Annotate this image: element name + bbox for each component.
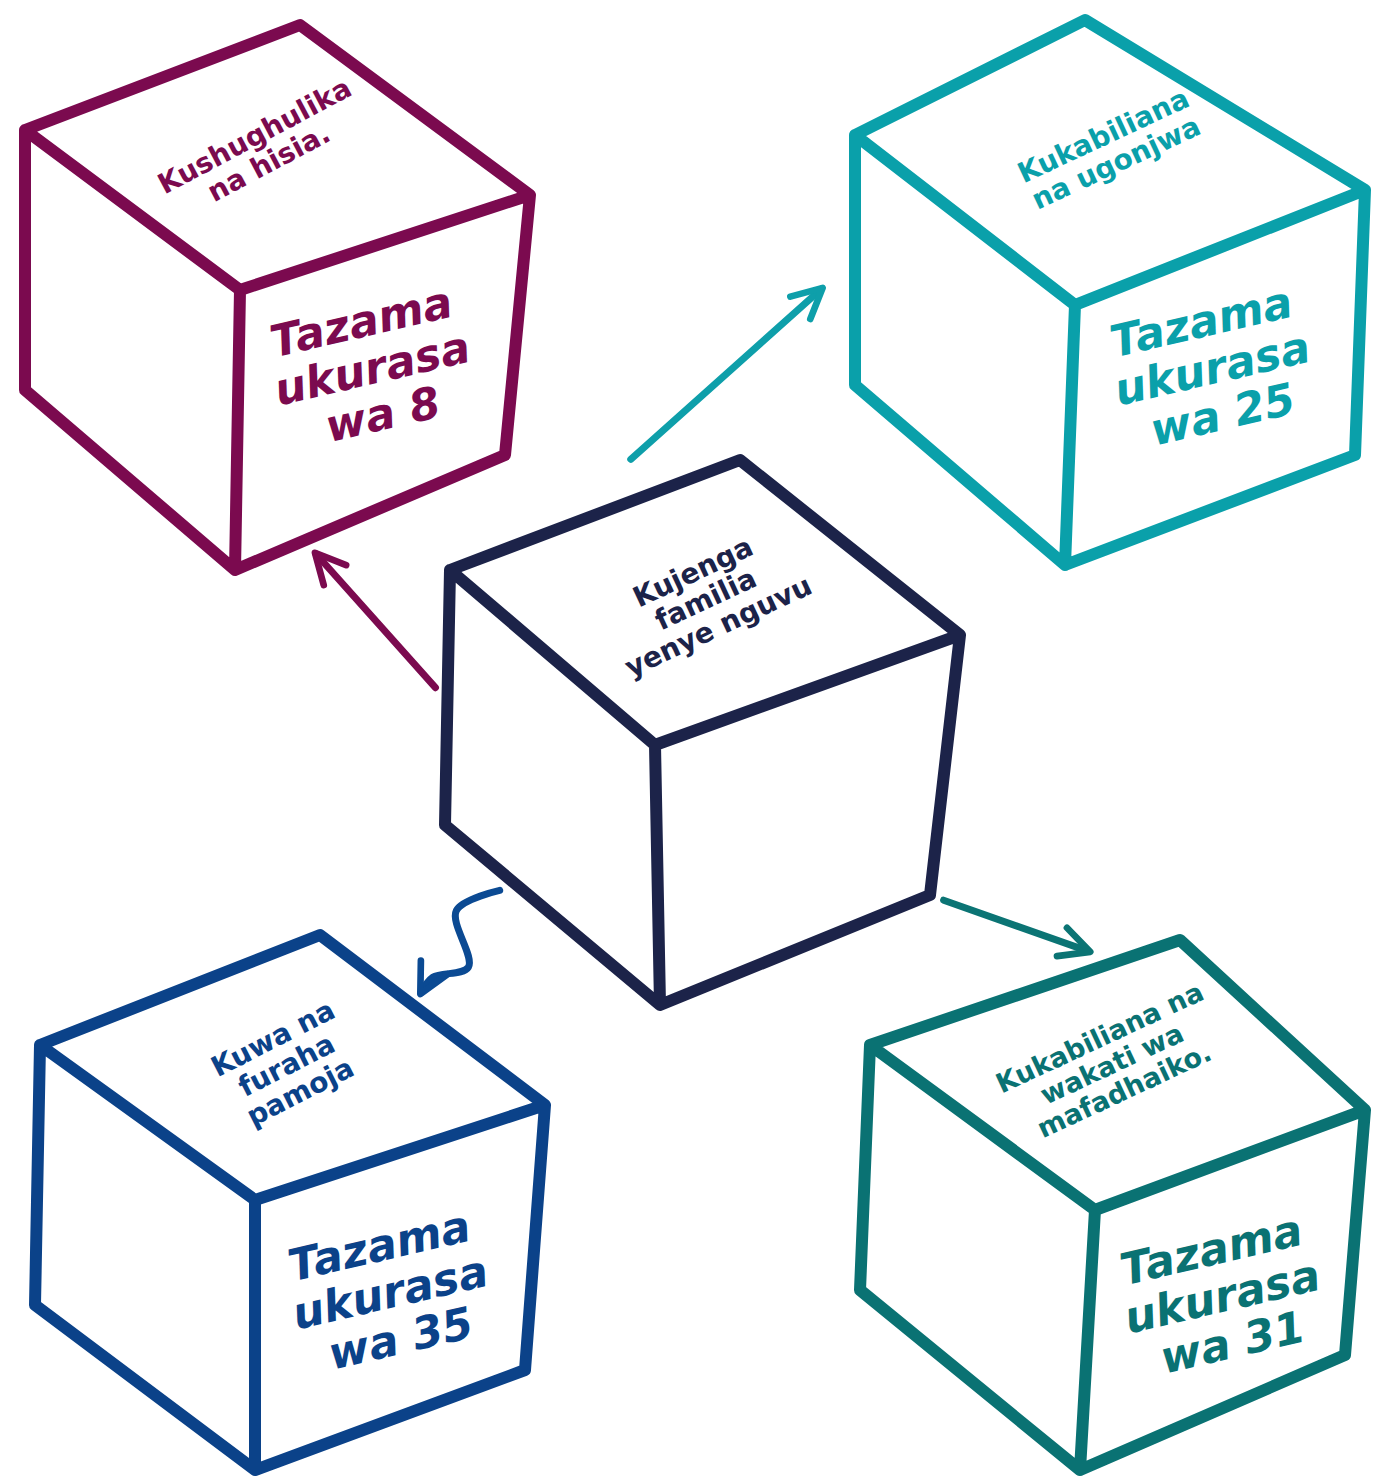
arrow-connector [421,890,500,992]
cube-node: Kukabiliana na ugonjwaTazama ukurasa wa … [845,10,1375,575]
cube-node: Kuwa na furaha pamojaTazama ukurasa wa 3… [25,925,555,1480]
cube-edges [35,935,545,1470]
cube-fill [25,25,530,570]
cube-node: Kujenga familia yenye nguvu [435,450,970,1015]
cube-outline [25,925,555,1480]
cube-edges [25,25,530,570]
cube-node: Kushughulika na hisia.Tazama ukurasa wa … [15,15,540,580]
arrow-connector [944,900,1089,951]
cube-fill [35,935,545,1470]
cube-outline [15,15,540,580]
cube-edges [445,460,960,1005]
cube-fill [860,940,1365,1470]
cube-edges [855,20,1365,565]
arrow-connector [631,289,822,459]
cube-edges [860,940,1365,1470]
cube-fill [445,460,960,1005]
cube-outline [435,450,970,1015]
arrow-connector [316,554,435,688]
cube-fill [855,20,1365,565]
cube-node: Kukabiliana na wakati wa mafadhaiko.Taza… [850,930,1375,1480]
